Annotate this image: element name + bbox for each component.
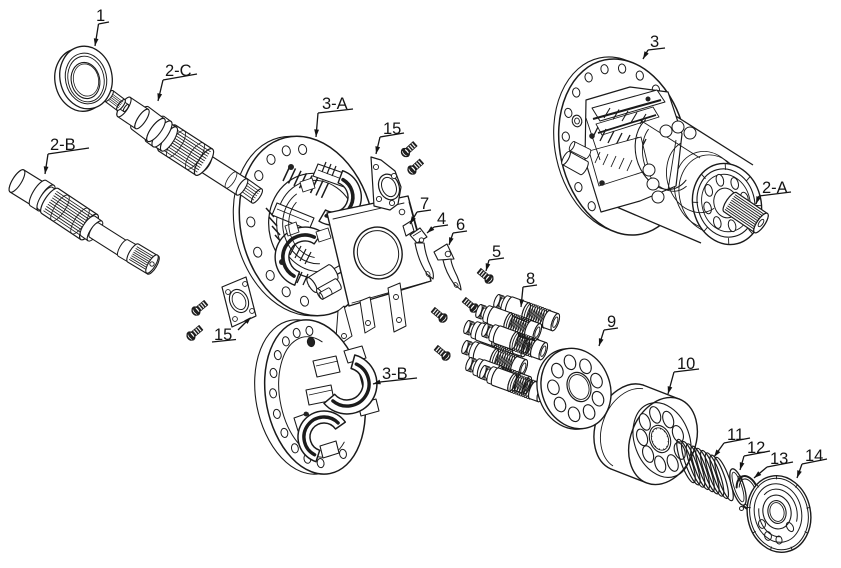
svg-text:1: 1 (96, 7, 105, 25)
